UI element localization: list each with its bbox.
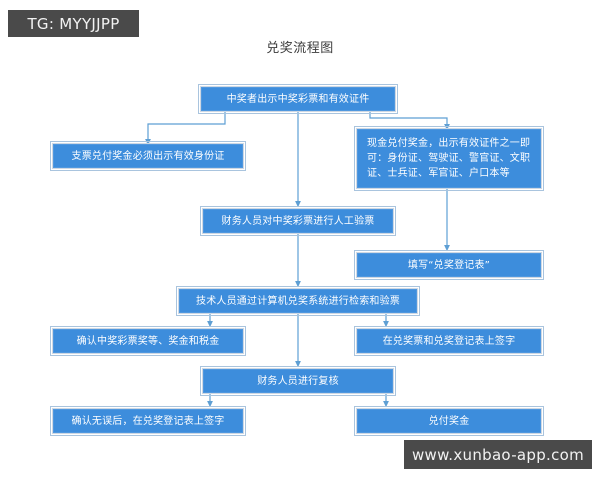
flow-node-label: 确认中奖彩票奖等、奖金和税金 xyxy=(76,335,220,347)
edge-n1-n3 xyxy=(369,112,450,131)
flow-node-pay-prize[interactable]: 兑付奖金 xyxy=(354,406,544,436)
flow-node-confirm-prize-and-tax[interactable]: 确认中奖彩票奖等、奖金和税金 xyxy=(50,326,246,356)
flow-node-label: 支票兑付奖金必须出示有效身份证 xyxy=(71,150,225,162)
flow-node-label: 中奖者出示中奖彩票和有效证件 xyxy=(226,93,370,105)
flow-node-sign-ticket-and-form[interactable]: 在兑奖票和兑奖登记表上签字 xyxy=(354,326,544,356)
flow-node-fill-redemption-form[interactable]: 填写“兑奖登记表” xyxy=(354,250,544,280)
telegram-watermark-badge: TG: MYYJJPP xyxy=(8,10,139,37)
flow-node-label: 现金兑付奖金，出示有效证件之一即 可：身份证、驾驶证、警官证、文职 证、士兵证、… xyxy=(367,136,531,181)
flow-node-winner-presents-ticket[interactable]: 中奖者出示中奖彩票和有效证件 xyxy=(198,84,398,114)
flow-node-cash-payout-valid-ids[interactable]: 现金兑付奖金，出示有效证件之一即 可：身份证、驾驶证、警官证、文职 证、士兵证、… xyxy=(354,126,544,191)
chart-title: 兑奖流程图 xyxy=(266,41,334,56)
flow-node-manual-ticket-verification[interactable]: 财务人员对中奖彩票进行人工验票 xyxy=(200,206,396,236)
edge-n1-n2 xyxy=(145,112,226,146)
flow-node-check-payout-requires-id[interactable]: 支票兑付奖金必须出示有效身份证 xyxy=(50,141,246,171)
flow-node-label: 财务人员对中奖彩票进行人工验票 xyxy=(221,215,375,227)
flow-node-label: 填写“兑奖登记表” xyxy=(407,259,491,271)
flow-node-label: 在兑奖票和兑奖登记表上签字 xyxy=(382,335,516,347)
flow-node-label: 财务人员进行复核 xyxy=(257,375,339,387)
flow-node-finance-review[interactable]: 财务人员进行复核 xyxy=(200,366,396,396)
flow-node-line-1: 现金兑付奖金，出示有效证件之一即 xyxy=(367,138,531,149)
flow-node-line-3: 证、士兵证、军官证、户口本等 xyxy=(367,168,510,179)
flow-node-system-search-and-verify[interactable]: 技术人员通过计算机兑奖系统进行检索和验票 xyxy=(176,286,420,316)
flow-node-label: 兑付奖金 xyxy=(428,415,470,427)
flow-node-label: 确认无误后，在兑奖登记表上签字 xyxy=(71,415,225,427)
flow-node-line-2: 可：身份证、驾驶证、警官证、文职 xyxy=(367,153,531,164)
site-url-watermark-badge: www.xunbao-app.com xyxy=(404,440,592,469)
flow-node-sign-after-confirmation[interactable]: 确认无误后，在兑奖登记表上签字 xyxy=(50,406,246,436)
flow-node-label: 技术人员通过计算机兑奖系统进行检索和验票 xyxy=(196,295,400,307)
